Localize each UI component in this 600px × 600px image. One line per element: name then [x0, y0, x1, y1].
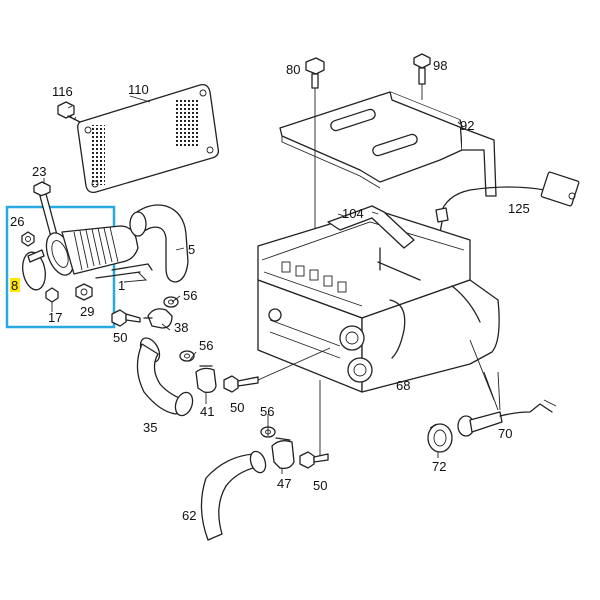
vent-slots	[281, 261, 347, 293]
label-38: 38	[174, 320, 188, 335]
cap-72[interactable]	[427, 423, 453, 453]
label-70: 70	[498, 426, 512, 441]
bolt-50-c[interactable]	[299, 380, 329, 469]
clamp-47[interactable]	[271, 437, 295, 470]
bolt-50-b[interactable]	[223, 347, 331, 393]
label-80: 80	[286, 62, 300, 77]
label-56-a: 56	[183, 288, 197, 303]
rail-104[interactable]	[327, 205, 421, 281]
flex-hose-1[interactable]	[41, 225, 153, 279]
clamp-38[interactable]	[143, 308, 173, 329]
label-110: 110	[128, 82, 149, 97]
label-56-b: 56	[199, 338, 213, 353]
label-68: 68	[396, 378, 410, 393]
sensor-70[interactable]	[457, 399, 557, 437]
label-5: 5	[188, 242, 195, 257]
label-72: 72	[432, 459, 446, 474]
bolt-17[interactable]	[45, 287, 59, 312]
label-104: 104	[342, 206, 364, 221]
bolt-50-a[interactable]	[111, 309, 141, 327]
hose-35[interactable]	[136, 335, 196, 418]
label-47: 47	[277, 476, 291, 491]
label-50-c: 50	[313, 478, 327, 493]
nut-26[interactable]	[21, 231, 35, 247]
clamp-41[interactable]	[195, 365, 217, 394]
heater-box-68[interactable]	[257, 209, 500, 393]
hose-5[interactable]	[129, 204, 189, 283]
label-98: 98	[433, 58, 447, 73]
label-35: 35	[143, 420, 157, 435]
bolt-80[interactable]	[305, 57, 325, 250]
label-56-c: 56	[260, 404, 274, 419]
label-50-b: 50	[230, 400, 244, 415]
washer-56-a[interactable]	[163, 296, 179, 308]
label-62: 62	[182, 508, 196, 523]
label-29: 29	[80, 304, 94, 319]
clamp-8[interactable]	[20, 249, 48, 292]
label-92: 92	[460, 118, 474, 133]
washer-56-b[interactable]	[179, 350, 195, 362]
hose-62[interactable]	[200, 449, 268, 541]
nut-29[interactable]	[75, 283, 93, 301]
cover-plate-110[interactable]	[77, 84, 220, 194]
label-8: 8	[11, 278, 18, 293]
highlight-box	[5, 205, 116, 329]
label-17: 17	[48, 310, 62, 325]
label-26: 26	[10, 214, 24, 229]
bolt-116[interactable]	[57, 101, 81, 123]
bracket-plate-92[interactable]	[279, 91, 497, 197]
label-116: 116	[52, 84, 73, 99]
highlight-label-bg	[10, 278, 20, 292]
label-1: 1	[118, 278, 125, 293]
sensor-cable-125[interactable]	[427, 171, 580, 297]
bolt-98[interactable]	[413, 53, 431, 100]
label-50-a: 50	[113, 330, 127, 345]
label-23: 23	[32, 164, 46, 179]
label-125: 125	[508, 201, 530, 216]
label-41: 41	[200, 404, 214, 419]
